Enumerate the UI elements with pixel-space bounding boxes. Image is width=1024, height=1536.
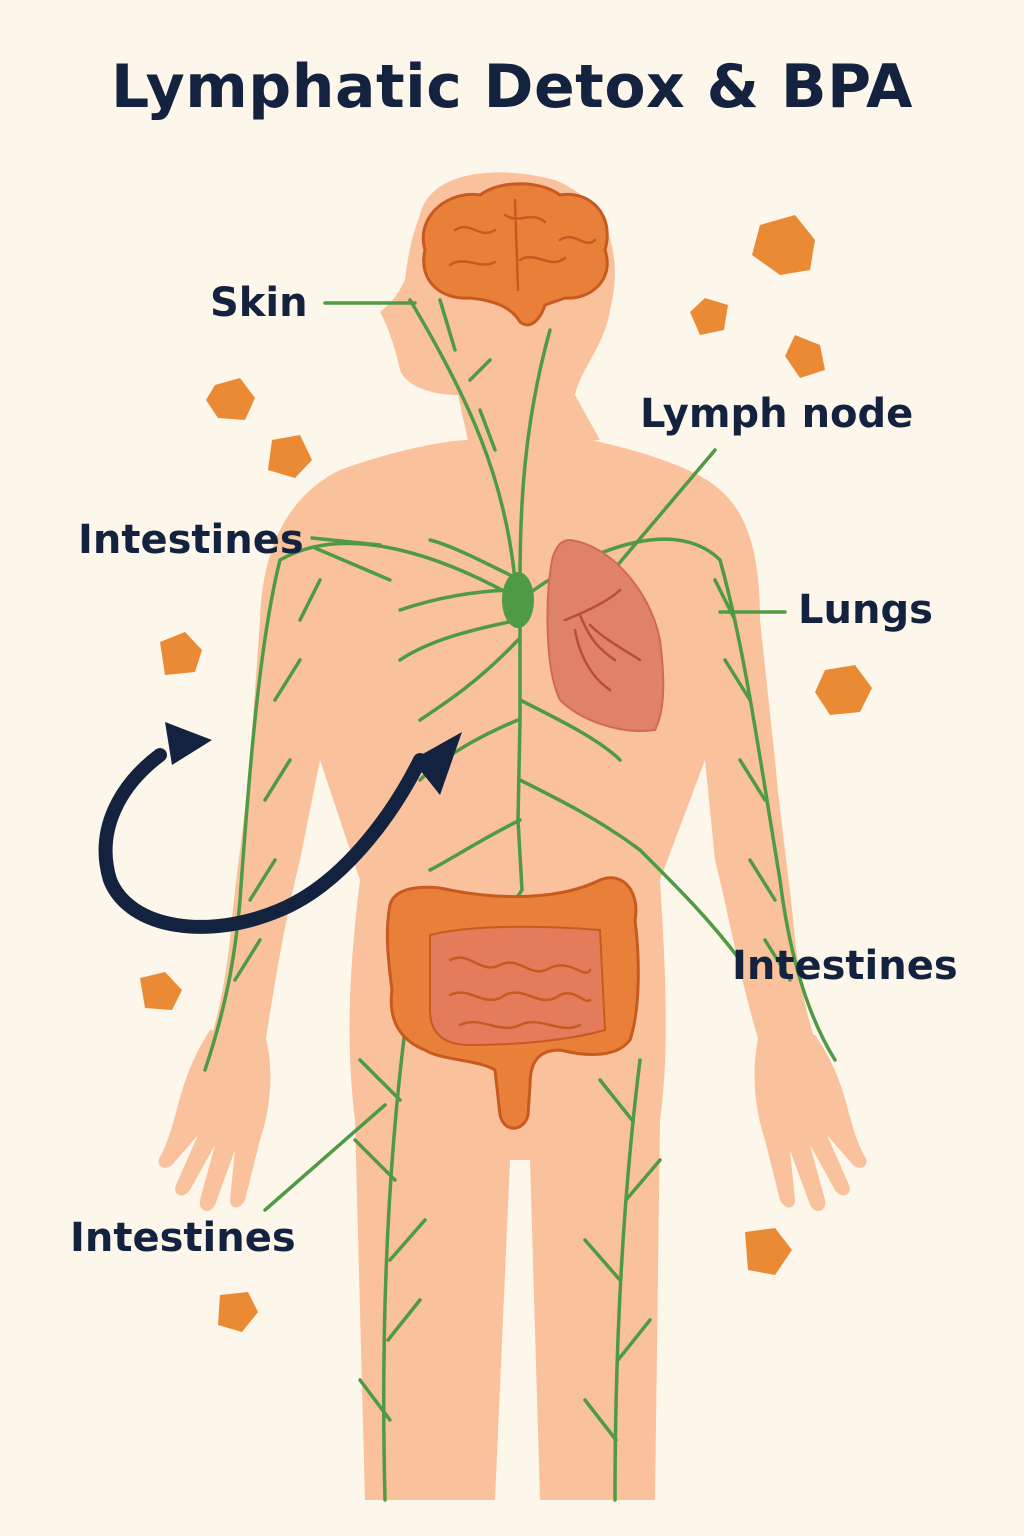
bpa-particle-icon — [745, 1228, 792, 1275]
bpa-particle-icon — [206, 378, 255, 420]
right-leg-branches — [583, 1078, 662, 1442]
left-arm-vessel — [203, 541, 522, 1072]
label-skin: Skin — [210, 280, 308, 326]
intestines-icon — [385, 876, 640, 1130]
bpa-particle-icon — [752, 215, 815, 275]
body-silhouette — [158, 172, 867, 1500]
right-arm-branches — [713, 578, 792, 982]
intestines-upper-leader-line — [313, 546, 392, 582]
left-leg-branches — [353, 1058, 427, 1422]
lymphatic-vessels — [203, 298, 837, 1502]
page-title: Lymphatic Detox & BPA — [111, 52, 913, 122]
intestine-vessel — [638, 848, 742, 962]
bpa-particle-icon — [160, 632, 202, 675]
right-leg-vessel — [613, 1058, 642, 1502]
intestines-lower-leader-line — [263, 1103, 387, 1212]
lung-icon — [546, 538, 665, 732]
skin-vessel — [408, 298, 517, 582]
bpa-particle-icon — [785, 335, 825, 378]
right-neck-vessel — [518, 328, 552, 582]
label-intestines-lower-left: Intestines — [70, 1215, 296, 1261]
brain-icon — [421, 182, 609, 327]
left-hand — [158, 1030, 271, 1212]
label-intestines-right: Intestines — [732, 943, 958, 989]
neck-branches — [438, 298, 497, 452]
bpa-particle-icon — [268, 435, 312, 478]
bpa-particle-icon — [218, 1292, 258, 1332]
torso-branches — [398, 618, 642, 872]
bpa-particle-icon — [690, 298, 728, 335]
lymph-node-icon — [502, 572, 534, 628]
label-lungs: Lungs — [798, 587, 933, 633]
curved-arrow-icon — [98, 722, 462, 934]
bpa-particles — [140, 215, 872, 1332]
label-lymph-node: Lymph node — [640, 391, 914, 437]
right-hand — [754, 1030, 867, 1212]
label-intestines-upper-left: Intestines — [78, 517, 304, 563]
bpa-particle-icon — [140, 972, 182, 1010]
left-arm-branches — [233, 578, 322, 982]
lymph-node-leader-line — [603, 448, 717, 582]
bpa-particle-icon — [815, 665, 872, 715]
left-leg-vessel — [381, 1028, 407, 1502]
intestines-upper-leader-line-2 — [310, 536, 382, 547]
